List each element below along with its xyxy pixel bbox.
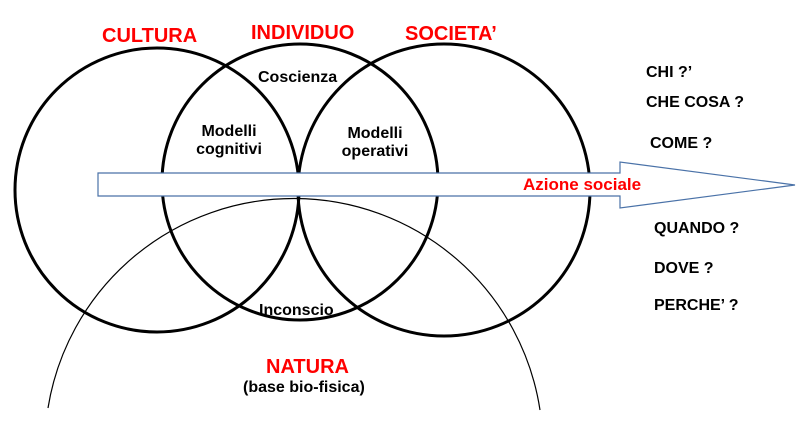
- question-chi: CHI ?’: [646, 64, 693, 81]
- question-quando: QUANDO ?: [654, 220, 740, 237]
- societa-heading: SOCIETA’: [405, 23, 497, 45]
- modelli-operativi-label: Modelli operativi: [335, 125, 415, 162]
- individuo-heading: INDIVIDUO: [251, 22, 355, 44]
- azione-sociale-arrow: [97, 161, 796, 209]
- natura-arc: [47, 197, 541, 411]
- question-dove: DOVE ?: [654, 260, 714, 277]
- modelli-cognitivi-line2: cognitivi: [196, 141, 262, 159]
- coscienza-label: Coscienza: [258, 69, 338, 86]
- modelli-cognitivi-line1: Modelli: [201, 123, 257, 140]
- question-che-cosa: CHE COSA ?: [646, 94, 745, 111]
- cultura-heading: CULTURA: [102, 25, 198, 47]
- natura-subtitle: (base bio-fisica): [243, 379, 365, 396]
- azione-sociale-label: Azione sociale: [523, 175, 642, 194]
- natura-heading: NATURA: [266, 356, 349, 378]
- modelli-operativi-line2: operativi: [341, 143, 409, 161]
- inconscio-label: Inconscio: [259, 302, 334, 319]
- modelli-cognitivi-label: Modelli cognitivi: [189, 123, 269, 160]
- modelli-operativi-line1: Modelli: [347, 125, 403, 142]
- question-perche: PERCHE’ ?: [654, 297, 739, 314]
- question-come: COME ?: [650, 135, 713, 152]
